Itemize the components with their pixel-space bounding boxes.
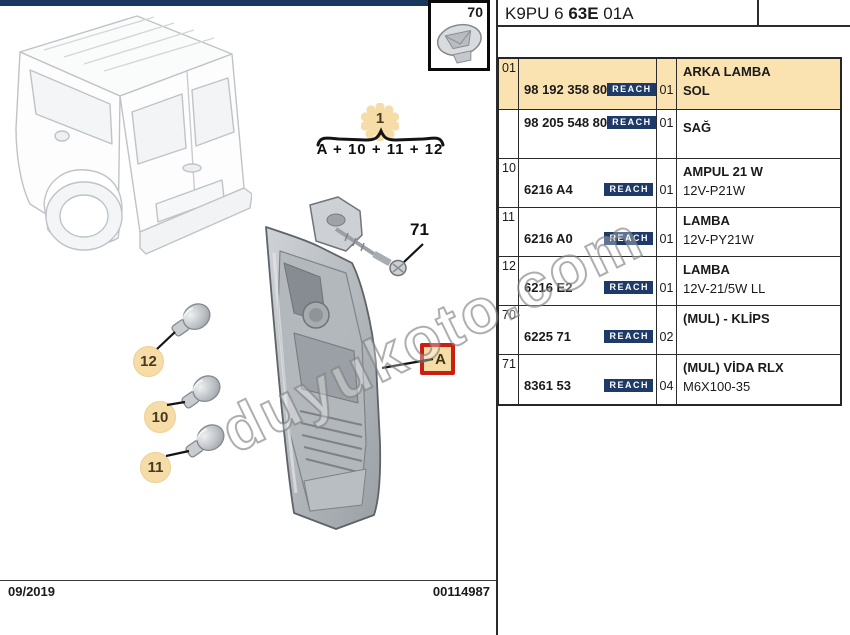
title-prefix: K9PU 6 xyxy=(505,4,569,23)
footer-doc-number: 00114987 xyxy=(432,584,490,599)
callout-10[interactable]: 10 xyxy=(144,401,176,433)
row-desc-cell: ARKA LAMBA SOL xyxy=(677,59,840,109)
clip-icon xyxy=(436,23,482,64)
title-suffix: 01A xyxy=(598,4,634,23)
reach-badge[interactable]: REACH xyxy=(604,379,653,392)
row-desc-line2: 12V-P21W xyxy=(683,183,746,198)
row-ref xyxy=(499,110,519,158)
assembly-formula: A + 10 + 11 + 12 xyxy=(316,141,444,158)
row-part-cell: 8361 53 REACH xyxy=(519,355,657,404)
part-number[interactable]: 8361 53 xyxy=(524,378,571,393)
part-number[interactable]: 6216 A0 xyxy=(524,231,573,246)
row-desc-line1: SAĞ xyxy=(683,120,712,135)
row-ref: 11 xyxy=(499,208,519,256)
table-row[interactable]: 70 6225 71 REACH 02 (MUL) - KLİPS xyxy=(499,306,840,355)
title-divider xyxy=(757,0,759,25)
row-qty-cell: 01 xyxy=(657,257,677,305)
reach-badge[interactable]: REACH xyxy=(607,83,656,96)
panel-divider xyxy=(496,0,498,635)
footer-date: 09/2019 xyxy=(8,584,55,599)
row-ref: 71 xyxy=(499,355,519,404)
row-qty-cell: 02 xyxy=(657,306,677,354)
row-desc-line2: M6X100-35 xyxy=(683,379,751,394)
inset-clip-box: 70 xyxy=(428,0,490,71)
row-desc-line1: (MUL) - KLİPS xyxy=(683,311,770,326)
row-qty-cell: 01 xyxy=(657,159,677,207)
table-row[interactable]: 71 8361 53 REACH 04 (MUL) VİDA RLX M6X100… xyxy=(499,355,840,404)
tail-lamp-illustration xyxy=(265,196,382,530)
row-ref: 01 xyxy=(499,59,519,109)
row-desc-line2: 12V-PY21W xyxy=(683,232,754,247)
callout-12[interactable]: 12 xyxy=(133,346,164,377)
row-ref: 12 xyxy=(499,257,519,305)
van-rear-illustration xyxy=(15,15,252,255)
row-qty: 01 xyxy=(659,183,674,197)
row-desc-line2: 12V-21/5W LL xyxy=(683,281,766,296)
row-ref: 10 xyxy=(499,159,519,207)
bulb-icon xyxy=(176,369,226,415)
title-bold: 63E xyxy=(568,4,599,23)
row-desc-cell: (MUL) VİDA RLX M6X100-35 xyxy=(677,355,840,404)
row-desc-line1: LAMBA xyxy=(683,262,730,277)
bulb-icon xyxy=(180,418,230,464)
row-desc-line1: ARKA LAMBA xyxy=(683,64,771,79)
reach-badge[interactable]: REACH xyxy=(604,183,653,196)
row-desc-line1: AMPUL 21 W xyxy=(683,164,763,179)
row-desc-cell: (MUL) - KLİPS xyxy=(677,306,840,354)
row-part-cell: 6225 71 REACH xyxy=(519,306,657,354)
footer-divider xyxy=(0,580,496,581)
page-title: K9PU 6 63E 01A xyxy=(505,4,634,24)
row-qty-cell: 01 xyxy=(657,208,677,256)
top-navy-bar xyxy=(0,0,430,6)
bulb-icon xyxy=(166,297,216,343)
callout-1-number: 1 xyxy=(375,110,385,127)
reach-badge[interactable]: REACH xyxy=(604,330,653,343)
row-part-cell: 6216 A4 REACH xyxy=(519,159,657,207)
callout-badge-1[interactable]: 1 xyxy=(360,102,400,142)
callout-71[interactable]: 71 xyxy=(410,220,429,239)
row-desc-cell: SAĞ xyxy=(677,110,840,158)
part-number[interactable]: 98 205 548 80 xyxy=(524,115,608,130)
reach-badge[interactable]: REACH xyxy=(607,116,656,129)
row-desc-cell: LAMBA 12V-21/5W LL xyxy=(677,257,840,305)
table-row[interactable]: 12 6216 E2 REACH 01 LAMBA 12V-21/5W LL xyxy=(499,257,840,306)
row-qty: 02 xyxy=(659,330,674,344)
inset-ref-label: 70 xyxy=(467,4,483,20)
row-ref: 70 xyxy=(499,306,519,354)
row-qty: 01 xyxy=(659,116,674,130)
callout-11[interactable]: 11 xyxy=(140,452,171,483)
row-qty-cell: 01 xyxy=(657,59,677,109)
row-desc-line2: SOL xyxy=(683,83,710,98)
reach-badge[interactable]: REACH xyxy=(604,232,653,245)
part-number[interactable]: 6225 71 xyxy=(524,329,571,344)
part-number[interactable]: 98 192 358 80 xyxy=(524,82,608,97)
row-desc-cell: AMPUL 21 W 12V-P21W xyxy=(677,159,840,207)
row-qty: 01 xyxy=(659,232,674,246)
row-qty: 04 xyxy=(659,379,674,393)
callout-a-label: A xyxy=(435,350,446,368)
row-part-cell: 6216 A0 REACH xyxy=(519,208,657,256)
row-qty-cell: 01 xyxy=(657,110,677,158)
part-number[interactable]: 6216 E2 xyxy=(524,280,573,295)
table-row[interactable]: 11 6216 A0 REACH 01 LAMBA 12V-PY21W xyxy=(499,208,840,257)
row-desc-line1: (MUL) VİDA RLX xyxy=(683,360,784,375)
row-part-cell: 6216 E2 REACH xyxy=(519,257,657,305)
table-row[interactable]: 10 6216 A4 REACH 01 AMPUL 21 W 12V-P21W xyxy=(499,159,840,208)
row-desc-cell: LAMBA 12V-PY21W xyxy=(677,208,840,256)
part-number[interactable]: 6216 A4 xyxy=(524,182,573,197)
row-qty: 01 xyxy=(659,83,674,97)
row-qty-cell: 04 xyxy=(657,355,677,404)
reach-badge[interactable]: REACH xyxy=(604,281,653,294)
callout-a-box[interactable]: A xyxy=(420,343,455,375)
row-desc-line1: LAMBA xyxy=(683,213,730,228)
title-underline xyxy=(497,25,850,27)
row-qty: 01 xyxy=(659,281,674,295)
